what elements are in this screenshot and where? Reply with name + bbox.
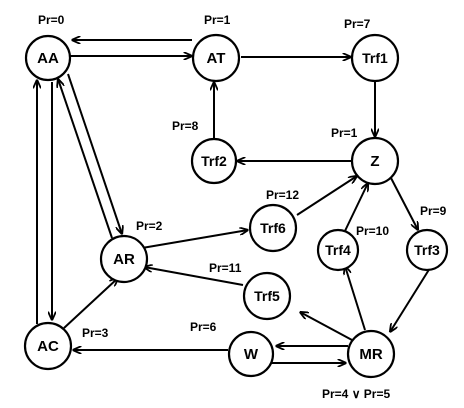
priority-label-w: Pr=6 — [190, 320, 217, 334]
edge-ar-to-trf6 — [141, 230, 248, 249]
priority-label-ac: Pr=3 — [82, 326, 109, 340]
edge-z-to-trf3 — [390, 177, 418, 230]
node-ar: AR — [99, 234, 149, 284]
priority-label-trf3: Pr=9 — [420, 204, 447, 218]
priority-label-aa: Pr=0 — [38, 13, 65, 27]
priority-labels: Pr=0 Pr=1 Pr=7 Pr=8 Pr=1 Pr=12 Pr=2 Pr=1… — [38, 13, 447, 401]
node-w-label: W — [244, 346, 259, 363]
priority-label-trf4: Pr=10 — [356, 224, 389, 238]
edge-trf4-to-z — [343, 183, 368, 234]
node-trf3: Trf3 — [405, 228, 449, 272]
node-trf1: Trf1 — [350, 33, 400, 83]
node-w: W — [227, 330, 275, 378]
node-ar-label: AR — [113, 251, 135, 268]
edge-aa-to-ar — [67, 73, 122, 234]
node-z: Z — [350, 136, 400, 186]
edges — [37, 40, 431, 363]
priority-label-trf1: Pr=7 — [344, 17, 371, 31]
node-ac-label: AC — [37, 338, 59, 355]
node-trf3-label: Trf3 — [414, 242, 440, 258]
edge-trf6-to-z — [296, 176, 357, 216]
priority-label-z: Pr=1 — [331, 126, 358, 140]
node-at: AT — [191, 33, 241, 83]
node-trf6-label: Trf6 — [260, 220, 286, 236]
priority-label-trf6: Pr=12 — [266, 188, 299, 202]
node-trf5: Trf5 — [242, 271, 292, 321]
node-aa: AA — [24, 34, 72, 82]
priority-label-trf5: Pr=11 — [209, 261, 242, 275]
priority-label-trf2: Pr=8 — [172, 119, 199, 133]
edge-trf3-to-mr — [390, 267, 431, 332]
node-at-label: AT — [207, 50, 226, 67]
node-trf2-label: Trf2 — [201, 153, 227, 169]
node-ac: AC — [23, 321, 73, 371]
edge-ar-to-aa — [58, 79, 113, 239]
node-trf6: Trf6 — [248, 203, 298, 253]
node-mr: MR — [346, 329, 396, 379]
edge-mr-to-trf5 — [300, 312, 353, 341]
edge-trf5-to-ar — [144, 267, 244, 286]
node-mr-label: MR — [359, 346, 382, 363]
node-trf4: Trf4 — [316, 228, 360, 272]
edge-mr-to-trf4 — [345, 266, 366, 331]
node-trf1-label: Trf1 — [362, 50, 388, 66]
node-z-label: Z — [370, 153, 379, 170]
priority-label-mr: Pr=4 ∨ Pr=5 — [322, 387, 390, 401]
node-trf2: Trf2 — [190, 137, 238, 185]
priority-label-ar: Pr=2 — [136, 219, 163, 233]
priority-label-at: Pr=1 — [204, 13, 231, 27]
node-trf4-label: Trf4 — [325, 242, 351, 258]
edge-ac-to-ar — [63, 278, 118, 329]
node-trf5-label: Trf5 — [254, 288, 280, 304]
node-aa-label: AA — [37, 50, 59, 67]
